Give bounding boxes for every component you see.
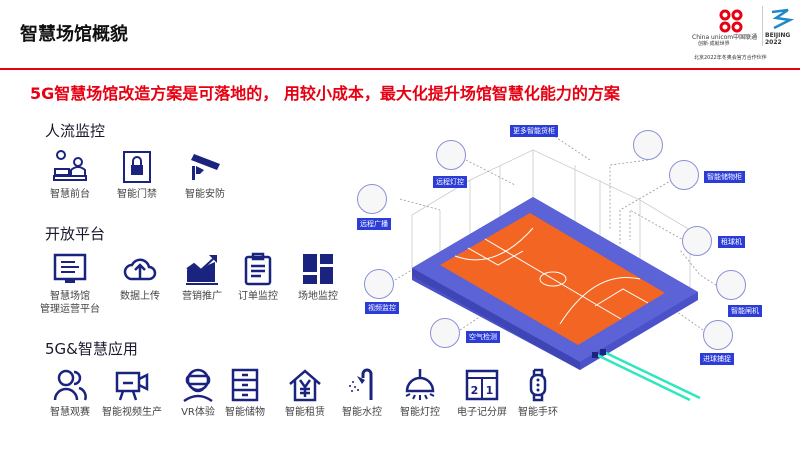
sponsor-logos: China unicom中国联通 创新·成就世界 BEIJING 2022 北京… (690, 6, 795, 64)
house-yen-icon (289, 369, 321, 402)
callout-label: 远程广播 (357, 218, 391, 230)
lamp-icon (405, 369, 435, 400)
ball-rental-machine-icon (682, 226, 712, 256)
section-title: 人流监控 (45, 122, 106, 140)
turnstile-icon (716, 270, 746, 300)
subtitle: 5G智慧场馆改造方案是可落地的， 用较小成本，最大化提升场馆智慧化能力的方案 (30, 84, 620, 103)
air-monitor-icon (430, 318, 460, 348)
feature-marketing[interactable]: 营销推广 (162, 252, 242, 303)
feature-water-control[interactable]: 智能水控 (322, 368, 402, 419)
feature-smart-wristband[interactable]: 智能手环 (498, 368, 578, 419)
network-cable (596, 350, 701, 402)
score-left: 2 (471, 384, 479, 397)
layout-grid-icon (303, 254, 333, 284)
callout-label: 智能闸机 (728, 305, 762, 317)
monitor-icon (53, 253, 87, 283)
goal-capture-screen-icon (703, 320, 733, 350)
feature-light-control[interactable]: 智能灯控 (380, 368, 460, 419)
olympic-emblem-icon (771, 8, 794, 30)
callout-label: 空气检测 (466, 331, 500, 343)
feature-data-upload[interactable]: 数据上传 (100, 252, 180, 303)
cloud-upload-icon (123, 258, 157, 281)
cabinet-icon (231, 368, 259, 402)
growth-chart-icon (186, 255, 218, 285)
locker-icon (669, 160, 699, 190)
feature-smart-viewing[interactable]: 智慧观赛 (30, 368, 110, 419)
section-title: 5G&智慧应用 (45, 340, 138, 358)
china-unicom-logo-icon (719, 9, 743, 33)
callout-label: 租球机 (718, 236, 745, 248)
callout-label: 智能储物柜 (704, 171, 745, 183)
vending-machine-icon (633, 130, 663, 160)
feature-smart-access[interactable]: 智能门禁 (97, 150, 177, 201)
feature-management-platform[interactable]: 智慧场馆 管理运营平台 (30, 252, 110, 316)
feature-vr[interactable]: VR体验 (158, 368, 238, 419)
callout-label: 远程灯控 (433, 176, 467, 188)
lock-door-icon (123, 151, 151, 183)
feature-smart-reception[interactable]: 智慧前台 (30, 150, 110, 201)
callout-label: 更多智能货柜 (510, 125, 558, 137)
section-title: 开放平台 (45, 225, 106, 243)
feature-video-production[interactable]: 智能视频生产 (92, 368, 172, 419)
score-right: 1 (486, 384, 494, 397)
video-camera-icon (115, 371, 149, 401)
feature-smart-rental[interactable]: 智能租赁 (265, 368, 345, 419)
page-title: 智慧场馆概貌 (20, 24, 128, 45)
feature-venue-monitor[interactable]: 场地监控 (278, 252, 358, 303)
reception-icon (53, 150, 87, 181)
shower-icon (349, 368, 373, 400)
vr-headset-icon (183, 368, 213, 402)
ceiling-light-icon (436, 140, 466, 170)
security-camera-icon (364, 269, 394, 299)
wristband-icon (529, 368, 547, 402)
callout-label: 视频监控 (365, 302, 399, 314)
speaker-icon (357, 184, 387, 214)
users-icon (53, 369, 87, 401)
callout-label: 进球捕捉 (700, 353, 734, 365)
feature-smart-security[interactable]: 智能安防 (165, 150, 245, 201)
header-divider (0, 68, 800, 70)
feature-order-monitor[interactable]: 订单监控 (218, 252, 298, 303)
cctv-camera-icon (191, 154, 220, 180)
clipboard-icon (244, 252, 272, 286)
feature-smart-storage[interactable]: 智能储物 (205, 368, 285, 419)
